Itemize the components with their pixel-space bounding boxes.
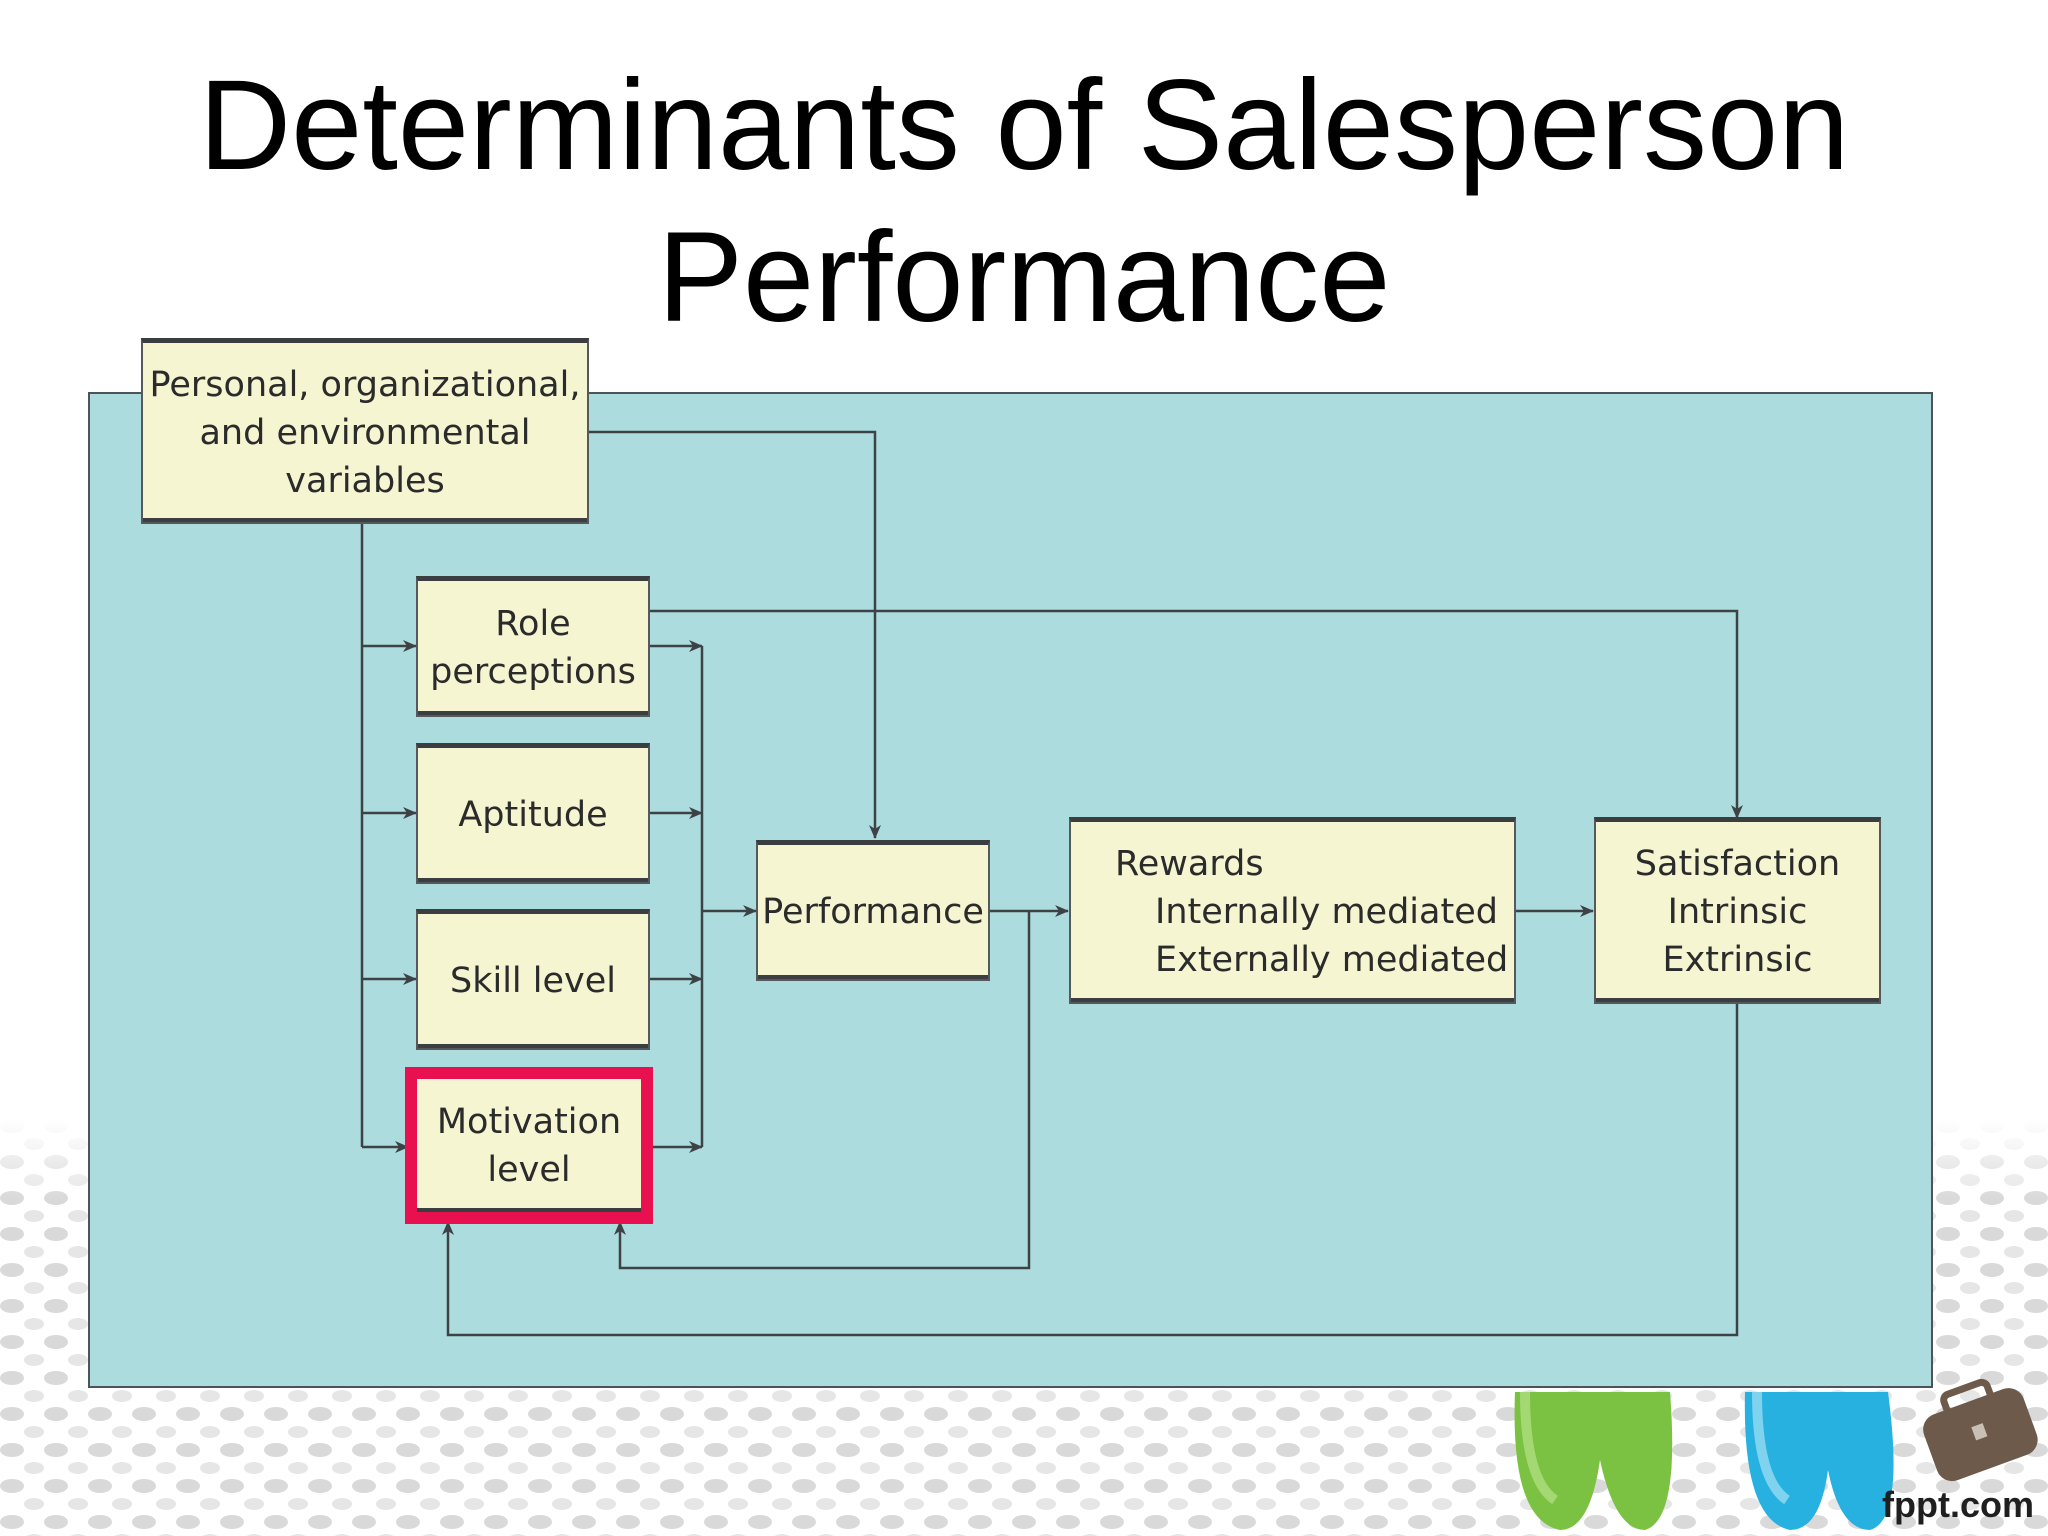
motivation-line-2: level	[487, 1149, 571, 1190]
performance-label: Performance	[762, 892, 984, 932]
aptitude-box: Aptitude	[416, 743, 650, 884]
rewards-box: Rewards Internally mediated Externally m…	[1069, 817, 1516, 1004]
role-line-2: perceptions	[430, 652, 636, 692]
site-brand: fppt.com	[1882, 1484, 2034, 1525]
variables-line-1: Personal, organizational,	[149, 364, 581, 405]
motivation-line-1: Motivation	[436, 1101, 622, 1142]
skill-label: Skill level	[449, 961, 616, 1001]
satisfaction-heading: Satisfaction	[1634, 844, 1841, 884]
motivation-level-box: Motivation level	[405, 1067, 653, 1224]
feedback-satisfaction-to-motivation	[442, 1003, 1739, 1337]
feedback-performance-to-motivation	[614, 911, 1031, 1270]
green-figure-icon	[1514, 1391, 1673, 1530]
briefcase-icon	[1923, 1378, 2038, 1482]
variables-line-2: and environmental	[199, 412, 531, 453]
title-line-2: Performance	[657, 206, 1391, 349]
skill-level-box: Skill level	[416, 909, 650, 1050]
aptitude-label: Aptitude	[458, 795, 608, 835]
title-line-1: Determinants of Salesperson	[198, 54, 1850, 197]
role-perceptions-box: Role perceptions	[416, 576, 650, 717]
performance-box: Performance	[756, 840, 990, 981]
arrow-role-to-satisfaction	[648, 609, 1743, 819]
arrow-variables-to-performance	[588, 430, 881, 839]
blue-figure-icon	[1744, 1391, 1894, 1530]
variables-box: Personal, organizational, and environmen…	[141, 338, 589, 524]
satisfaction-box: Satisfaction Intrinsic Extrinsic	[1594, 817, 1881, 1004]
rewards-item-internal: Internally mediated	[1155, 892, 1498, 932]
rewards-heading: Rewards	[1115, 844, 1264, 884]
satisfaction-item-extrinsic: Extrinsic	[1662, 940, 1813, 980]
satisfaction-item-intrinsic: Intrinsic	[1667, 892, 1808, 932]
variables-line-3: variables	[285, 460, 445, 501]
slide-title: Determinants of Salesperson Performance	[0, 50, 2048, 354]
rewards-item-external: Externally mediated	[1155, 940, 1509, 980]
role-line-1: Role	[495, 604, 571, 644]
